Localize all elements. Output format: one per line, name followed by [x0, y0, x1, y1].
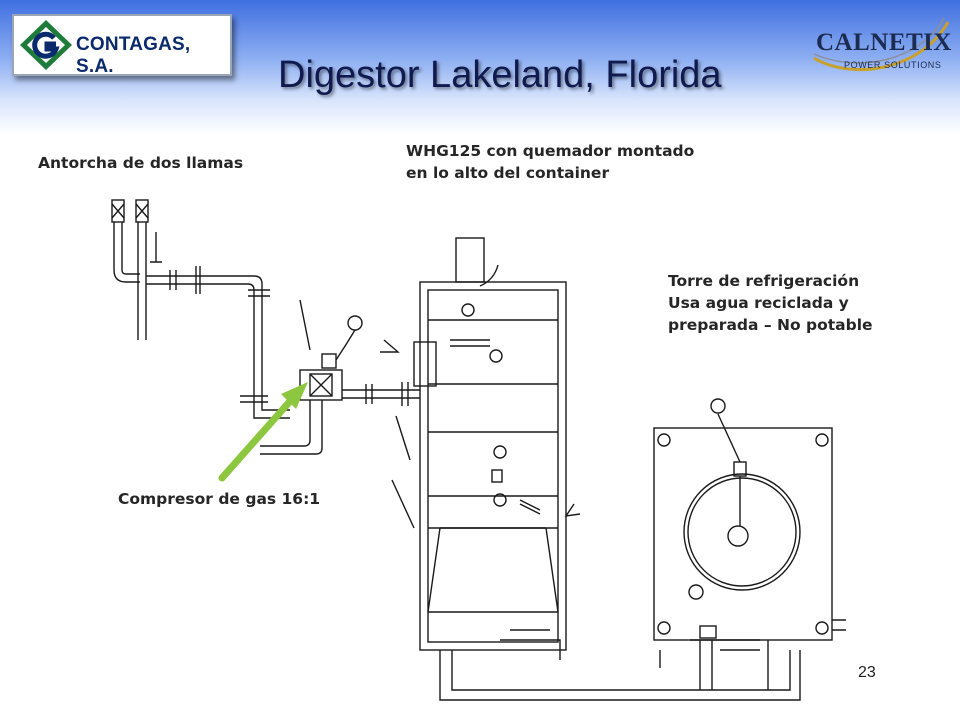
cooling-tower-label-line2: Usa agua reciclada y: [668, 294, 849, 312]
cooling-tower-label-line1: Torre de refrigeración: [668, 272, 860, 290]
dual-flare-icon: [111, 199, 162, 340]
whg125-label: WHG125 con quemador montado en lo alto d…: [406, 140, 694, 184]
whg125-label-line2: en lo alto del container: [406, 164, 610, 182]
contagas-logo-text: CONTAGAS, S.A.: [76, 34, 191, 77]
calnetix-logo: CALNETIX POWER SOLUTIONS: [810, 14, 952, 80]
calnetix-logo-name: CALNETIX: [816, 29, 952, 56]
contagas-emblem-icon: [20, 20, 72, 70]
cooling-tower-label: Torre de refrigeración Usa agua reciclad…: [668, 270, 873, 336]
contagas-logo: CONTAGAS, S.A.: [12, 14, 232, 77]
whg125-label-line1: WHG125 con quemador montado: [406, 142, 695, 160]
calnetix-swoosh-icon: [813, 17, 950, 72]
compressor-label: Compresor de gas 16:1: [118, 490, 321, 508]
page-title: Digestor Lakeland, Florida: [278, 54, 722, 96]
cooling-tower-label-line3: preparada – No potable: [668, 316, 873, 334]
whg125-container-icon: [391, 237, 581, 651]
page-number: 23: [858, 664, 876, 681]
cooling-tower-icon: [653, 398, 846, 641]
flare-label: Antorcha de dos llamas: [38, 154, 244, 172]
calnetix-logo-subtitle: POWER SOLUTIONS: [844, 60, 942, 70]
compressor-pointer-arrow: [218, 382, 308, 482]
gas-compressor-icon: [260, 299, 363, 455]
